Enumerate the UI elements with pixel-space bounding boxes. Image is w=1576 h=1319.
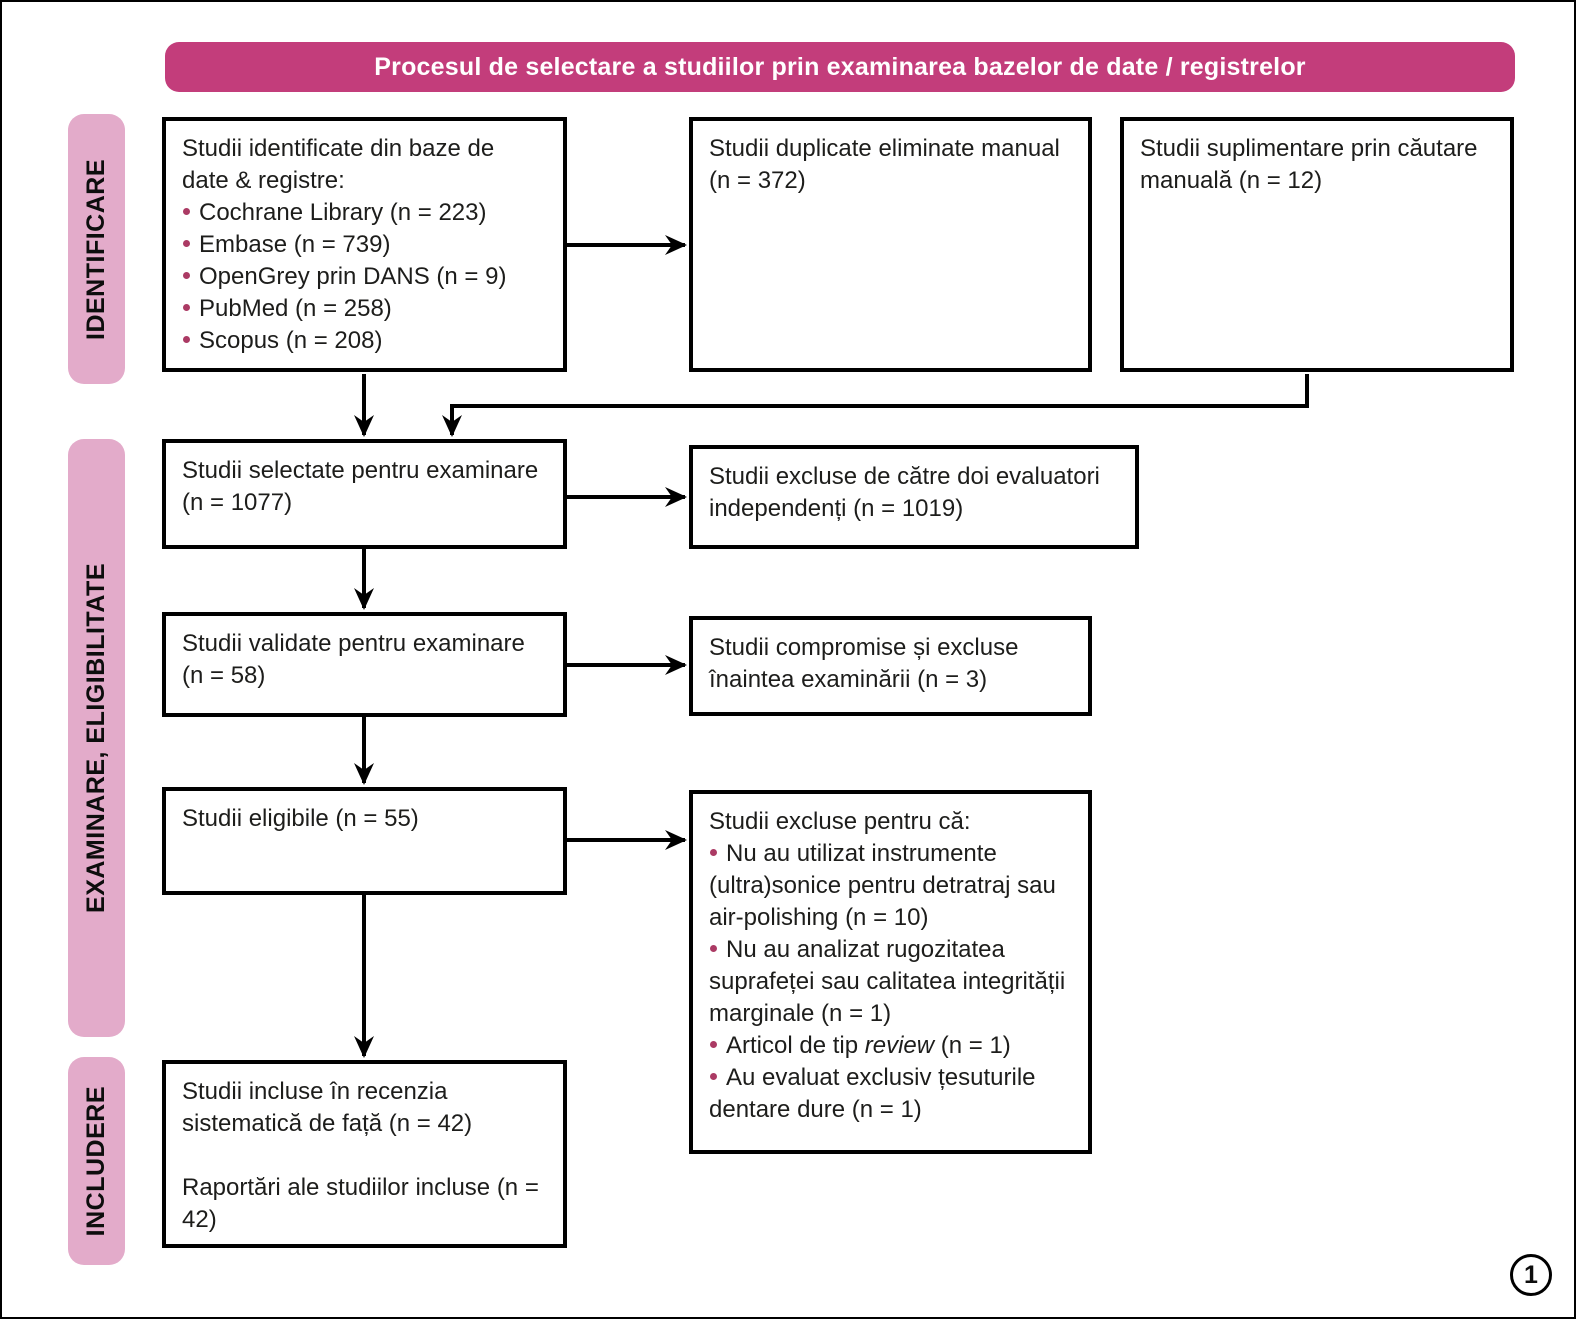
list-item: Cochrane Library (n = 223) bbox=[182, 197, 547, 229]
list-item-text: Nu au analizat rugozitatea suprafeței sa… bbox=[709, 936, 1066, 1027]
list-item-text: (n = 1) bbox=[934, 1032, 1011, 1059]
page-number-badge: 1 bbox=[1510, 1254, 1552, 1296]
box-heading: Studii excluse pentru că: bbox=[709, 808, 971, 835]
list-item-text: Au evaluat exclusiv țesuturile dentare d… bbox=[709, 1064, 1036, 1123]
bullet-icon bbox=[183, 272, 190, 280]
list-item-text: Embase (n = 739) bbox=[199, 231, 391, 258]
bullet-icon bbox=[183, 304, 190, 312]
bullet-icon bbox=[710, 1041, 717, 1049]
list-item-text: OpenGrey prin DANS (n = 9) bbox=[199, 263, 507, 290]
blank-line bbox=[182, 1140, 547, 1172]
list-item-text: Scopus (n = 208) bbox=[199, 327, 383, 354]
box-excluded-reviewers: Studii excluse de către doi evaluatori i… bbox=[689, 445, 1139, 549]
box-text: Studii suplimentare prin căutare manuală… bbox=[1140, 135, 1478, 194]
box-text: Studii compromise și excluse înaintea ex… bbox=[709, 634, 1019, 693]
box-validated: Studii validate pentru examinare (n = 58… bbox=[162, 612, 567, 717]
box-eligible: Studii eligibile (n = 55) bbox=[162, 787, 567, 895]
list-item: Scopus (n = 208) bbox=[182, 325, 547, 357]
bullet-icon bbox=[183, 336, 190, 344]
box-identified-studies: Studii identificate din baze de date & r… bbox=[162, 117, 567, 372]
list-item-italic: review bbox=[864, 1032, 935, 1059]
box-text: Studii selectate pentru examinare (n = 1… bbox=[182, 457, 539, 516]
list-item: Nu au analizat rugozitatea suprafeței sa… bbox=[709, 934, 1072, 1030]
list-item-text: Cochrane Library (n = 223) bbox=[199, 199, 487, 226]
list-item: Articol de tip review (n = 1) bbox=[709, 1030, 1072, 1062]
box-text: Studii validate pentru examinare (n = 58… bbox=[182, 630, 525, 689]
stage-label-examinare-eligibilitate: EXAMINARE, ELIGIBILITATE bbox=[68, 439, 125, 1037]
box-manual-search: Studii suplimentare prin căutare manuală… bbox=[1120, 117, 1514, 372]
box-text: Studii eligibile (n = 55) bbox=[182, 805, 419, 832]
list-item: Au evaluat exclusiv țesuturile dentare d… bbox=[709, 1062, 1072, 1126]
bullet-icon bbox=[183, 240, 190, 248]
list-item-text: Nu au utilizat instrumente (ultra)sonice… bbox=[709, 840, 1056, 931]
list-item-text: PubMed (n = 258) bbox=[199, 295, 392, 322]
list-item: Nu au utilizat instrumente (ultra)sonice… bbox=[709, 838, 1072, 934]
list-item: PubMed (n = 258) bbox=[182, 293, 547, 325]
box-included: Studii incluse în recenzia sistematică d… bbox=[162, 1060, 567, 1248]
list-item: Embase (n = 739) bbox=[182, 229, 547, 261]
stage-label-text: IDENTIFICARE bbox=[82, 158, 110, 340]
box-text: Studii excluse de către doi evaluatori i… bbox=[709, 463, 1100, 522]
box-compromised-excluded: Studii compromise și excluse înaintea ex… bbox=[689, 616, 1092, 716]
diagram-title: Procesul de selectare a studiilor prin e… bbox=[374, 52, 1306, 81]
list-item: OpenGrey prin DANS (n = 9) bbox=[182, 261, 547, 293]
box-duplicates-removed: Studii duplicate eliminate manual (n = 3… bbox=[689, 117, 1092, 372]
box-text: Studii incluse în recenzia sistematică d… bbox=[182, 1078, 473, 1137]
stage-label-identificare: IDENTIFICARE bbox=[68, 114, 125, 384]
bullet-icon bbox=[710, 849, 717, 857]
stage-label-text: INCLUDERE bbox=[82, 1085, 110, 1237]
box-heading: Studii identificate din baze de date & r… bbox=[182, 135, 495, 194]
title-banner: Procesul de selectare a studiilor prin e… bbox=[165, 42, 1515, 92]
stage-label-includere: INCLUDERE bbox=[68, 1057, 125, 1265]
box-text: Studii duplicate eliminate manual (n = 3… bbox=[709, 135, 1060, 194]
page-number: 1 bbox=[1524, 1260, 1538, 1289]
box-text: Raportări ale studiilor incluse (n = 42) bbox=[182, 1174, 539, 1233]
list-item-text: Articol de tip bbox=[726, 1032, 865, 1059]
box-screened: Studii selectate pentru examinare (n = 1… bbox=[162, 439, 567, 549]
bullet-icon bbox=[183, 208, 190, 216]
connector-manual-search-to-screened bbox=[442, 374, 1309, 437]
stage-label-text: EXAMINARE, ELIGIBILITATE bbox=[82, 563, 110, 913]
box-exclusion-reasons: Studii excluse pentru că: Nu au utilizat… bbox=[689, 790, 1092, 1154]
bullet-icon bbox=[710, 1073, 717, 1081]
bullet-icon bbox=[710, 945, 717, 953]
